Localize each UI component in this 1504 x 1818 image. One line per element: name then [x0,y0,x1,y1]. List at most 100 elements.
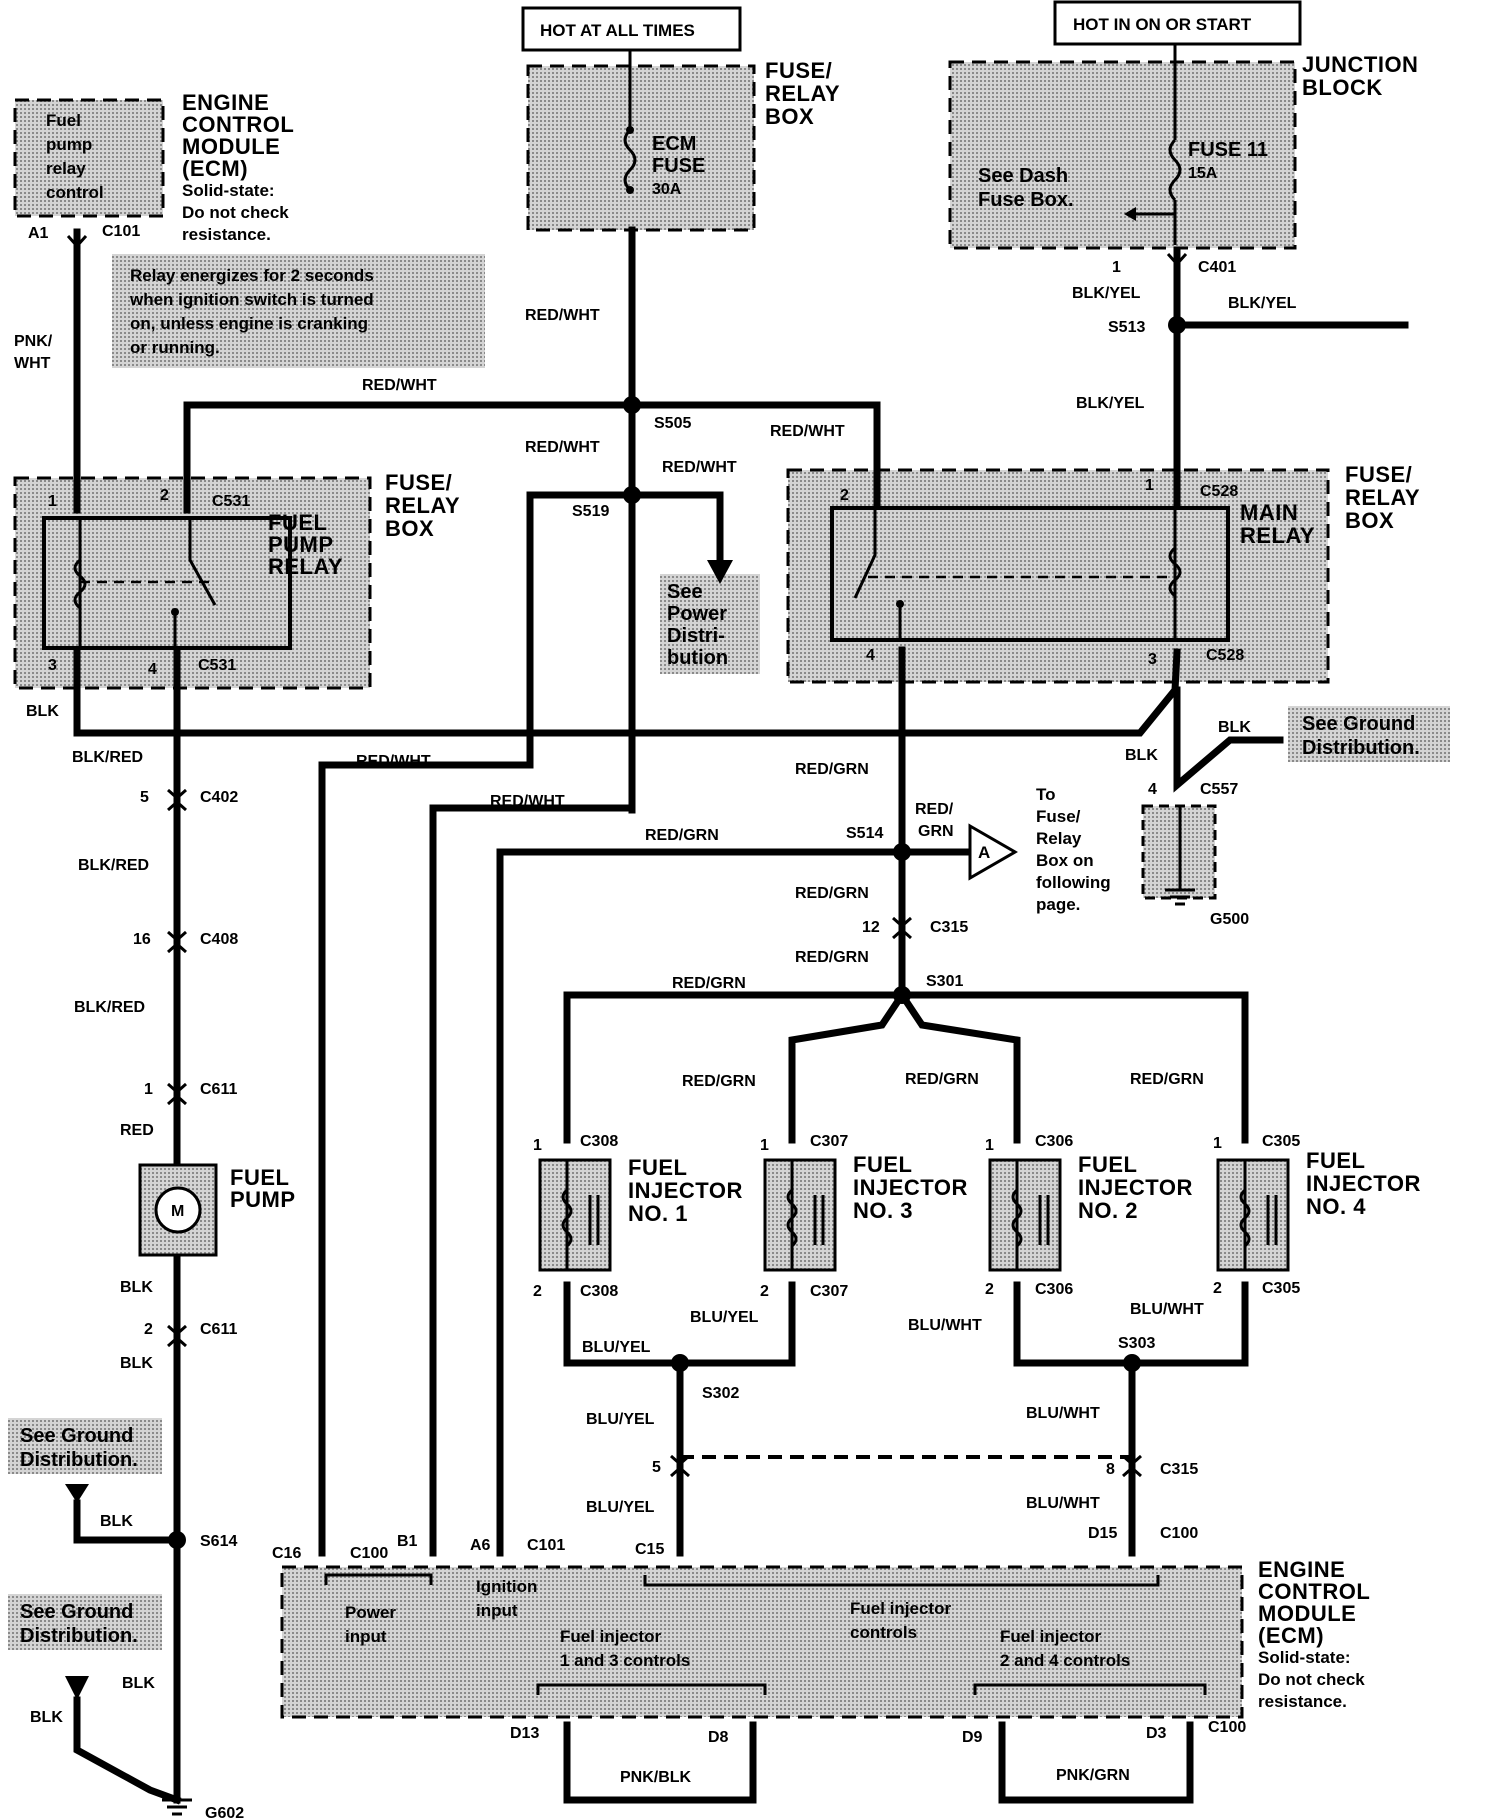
dash-fuse-note-2: Fuse Box. [978,189,1074,211]
wire-red-grn-4: RED/GRN [672,975,746,992]
ecm-fuse-name-2: FUSE [652,155,705,177]
injector-4-title-3: NO. 4 [1306,1194,1366,1219]
fuel-pump-relay-title-2: PUMP [268,532,334,557]
c611-label-2: C611 [200,1321,237,1338]
wire-blk-pump: BLK [120,1279,153,1296]
ecm-pin-a6: A6 [470,1537,491,1554]
inj4-pin-2: 2 [1213,1280,1222,1297]
ecm-fuse-name-1: ECM [652,133,696,155]
conn-c531-top: C531 [212,493,250,510]
ecm-top-title-3: MODULE [182,134,280,159]
ecm-fuse-symbol [623,128,637,192]
g602-label: G602 [205,1805,244,1818]
ecm-bottom-note-3: resistance. [1258,1692,1347,1711]
to-fuse-relay-5: following [1036,873,1111,892]
fuse-11-rating: 15A [1188,165,1218,182]
g500-label: G500 [1210,911,1249,928]
conn-c101-top: C101 [102,223,140,240]
wire-red-wht-ecm: RED/WHT [525,307,600,324]
fuel-injector-no-2 [988,1158,1062,1272]
c315-pin-5: 5 [652,1459,661,1476]
power-distribution-4: bution [667,647,728,669]
wire-red-wht-c16: RED/WHT [356,753,431,770]
injector-4-title-1: FUEL [1306,1148,1365,1173]
fuse-relay-box-top-1: FUSE/ [765,58,832,83]
ground-distribution-box-right [1288,706,1450,762]
relay-note-4: or running. [130,338,220,357]
wire-red-grn-split-1: RED/ [915,801,954,818]
injector-4-title-2: INJECTOR [1306,1171,1421,1196]
injector-1-title-3: NO. 1 [628,1201,688,1226]
wire-pnk-blk: PNK/BLK [620,1769,692,1786]
inj1-pin-2: 2 [533,1283,542,1300]
ecm-bottom-title-4: (ECM) [1258,1623,1324,1648]
main-relay-pin-3: 3 [1148,651,1157,668]
inj2-pin-2: 2 [985,1281,994,1298]
c611-label-1: C611 [200,1081,237,1098]
ecm-pin-b1: B1 [397,1533,418,1550]
c611-pin-2: 2 [144,1321,153,1338]
relay-pin-3: 3 [48,657,57,674]
relay-note-box [112,254,485,368]
s505-label: S505 [654,415,691,432]
fuel-pump-relay-title-1: FUEL [268,510,327,535]
ground-distribution-right-1: See Ground [1302,713,1415,735]
main-relay-pin-1: 1 [1145,477,1154,494]
ground-distribution-left1-1: See Ground [20,1425,133,1447]
wire-blk-red-2: BLK/RED [78,857,149,874]
ecm-fuse-housing [526,64,756,232]
s301-label: S301 [926,973,963,990]
splice-s514 [893,843,911,861]
relay-note-1: Relay energizes for 2 seconds [130,266,374,285]
relay-pin-4: 4 [148,661,157,678]
fuel-injector-no-1 [538,1158,612,1272]
ground-distribution-left1-2: Distribution. [20,1449,138,1471]
splice-s301 [893,986,911,1004]
ground-distribution-box-left-1 [8,1418,162,1474]
injector-2-title-3: NO. 2 [1078,1198,1138,1223]
ecm-fuse-rating: 30A [652,181,682,198]
wire-red-grn-5: RED/GRN [682,1073,756,1090]
wire-blu-yel-3: BLU/YEL [586,1411,655,1428]
junction-block-title-2: BLOCK [1302,75,1383,100]
power-distribution-box [660,574,760,674]
fuse-relay-box-top-3: BOX [765,104,814,129]
main-relay-pin-2: 2 [840,487,849,504]
fuel-injector-no-3 [763,1158,837,1272]
main-relay-box-2: RELAY [1345,485,1420,510]
s303-label: S303 [1118,1335,1155,1352]
fuel-pump-motor [154,1186,202,1234]
ecm-pin-c16: C16 [272,1545,301,1562]
inj2-conn-top: C306 [1035,1133,1073,1150]
ecm-top-housing [13,98,165,218]
power-distribution-3: Distri- [667,625,725,647]
relay-note-2: when ignition switch is turned [129,290,374,309]
to-fuse-relay-6: page. [1036,895,1080,914]
fuse-11-label: FUSE 11 [1188,139,1268,161]
wire-red-wht-b1: RED/WHT [490,793,565,810]
splice-s519 [623,486,641,504]
wire-red-grn-6: RED/GRN [905,1071,979,1088]
fuel-pump-relay-box-3: BOX [385,516,434,541]
inj1-pin-1: 1 [533,1137,542,1154]
to-fuse-relay-2: Fuse/ [1036,807,1081,826]
c315-pin-8: 8 [1106,1461,1115,1478]
wire-red-wht-s519: RED/WHT [525,439,600,456]
wire-blu-yel-1: BLU/YEL [690,1309,759,1326]
ecm-bottom-note-2: Do not check [1258,1670,1365,1689]
ecm-top-inner-4: control [46,183,104,202]
inj-13-controls-1: Fuel injector [560,1627,661,1646]
wire-blk-yel-3: BLK/YEL [1076,395,1145,412]
wire-blk-c611: BLK [120,1355,153,1372]
inj3-conn-bottom: C307 [810,1283,848,1300]
ecm-conn-c100-2: C100 [1160,1525,1198,1542]
wire-blk-fpr: BLK [26,703,59,720]
ecm-pin-d9: D9 [962,1729,983,1746]
main-relay-box-1: FUSE/ [1345,462,1412,487]
junction-block-housing [948,60,1297,250]
ecm-bottom-note-1: Solid-state: [1258,1648,1351,1667]
junction-block-title-1: JUNCTION [1302,52,1418,77]
wire-blk-yel-2: BLK/YEL [1228,295,1297,312]
injector-3-title-2: INJECTOR [853,1175,968,1200]
